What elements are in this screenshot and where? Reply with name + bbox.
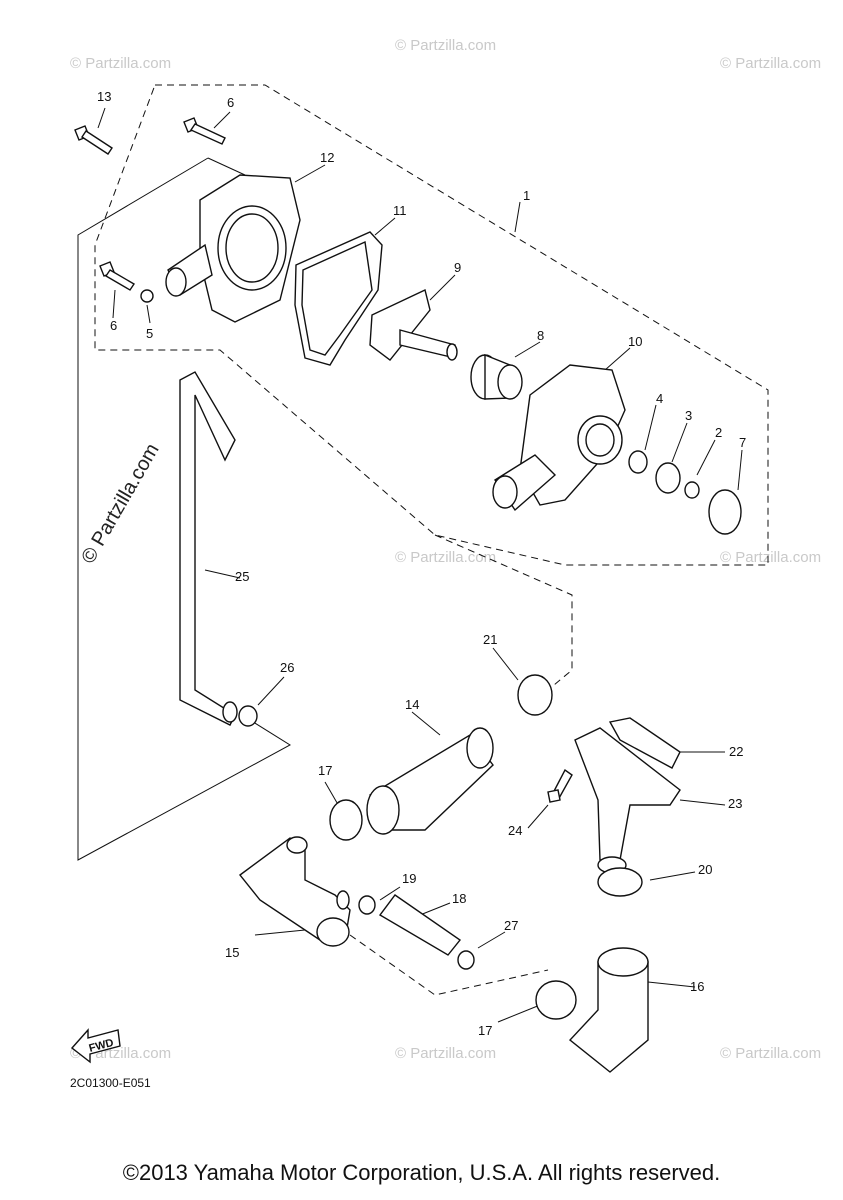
callout-6-upper: 6: [227, 95, 234, 110]
watermark: © Partzilla.com: [395, 37, 496, 54]
group-outline-left: [77, 157, 291, 861]
callout-8: 8: [537, 328, 544, 343]
bearing-4: [628, 450, 648, 474]
gasket-11: [294, 231, 383, 366]
callout-17-upper: 17: [318, 763, 332, 778]
callout-3: 3: [685, 408, 692, 423]
callout-21: 21: [483, 632, 497, 647]
impeller-9: [369, 289, 458, 361]
callout-5: 5: [146, 326, 153, 341]
pipe-25: [179, 371, 238, 726]
callout-23: 23: [728, 796, 742, 811]
watermark: © Partzilla.com: [720, 549, 821, 566]
callout-20: 20: [698, 862, 712, 877]
o-ring-7: [708, 489, 742, 535]
bolt-13: [74, 125, 113, 155]
hose-18: [378, 894, 462, 956]
hose-14: [366, 727, 494, 835]
bolt-24: [547, 768, 573, 803]
callout-1: 1: [523, 188, 530, 203]
pump-cover-12: [165, 174, 301, 323]
clamp-20: [597, 867, 643, 897]
callout-12: 12: [320, 150, 334, 165]
seal-8: [470, 353, 523, 400]
callout-2: 2: [715, 425, 722, 440]
callout-14: 14: [405, 697, 419, 712]
callout-25: 25: [235, 569, 249, 584]
group-outline-right: [207, 157, 246, 176]
bolt-6-upper: [183, 117, 226, 145]
callout-4: 4: [656, 391, 663, 406]
pipe-15: [238, 836, 351, 947]
callout-7: 7: [739, 435, 746, 450]
oil-seal-3: [655, 462, 681, 494]
callout-26: 26: [280, 660, 294, 675]
watermark: © Partzilla.com: [720, 55, 821, 72]
callout-16: 16: [690, 979, 704, 994]
watermark: © Partzilla.com: [395, 1045, 496, 1062]
gasket-22: [608, 717, 681, 769]
hose-group-outline: [434, 534, 573, 691]
callout-19: 19: [402, 871, 416, 886]
callout-17-lower: 17: [478, 1023, 492, 1038]
callout-27: 27: [504, 918, 518, 933]
clamp-21: [517, 674, 553, 716]
watermark: © Partzilla.com: [720, 1045, 821, 1062]
callout-11: 11: [393, 203, 407, 218]
washer-5: [140, 289, 154, 303]
circlip-2: [684, 481, 700, 499]
pump-housing-10: [492, 364, 626, 512]
pipe-16: [568, 947, 649, 1073]
water-pump-assembly-outline: [94, 84, 769, 566]
pipe-group-outline: [349, 934, 549, 996]
callouts: 1 2 3 4 5 6 6 7 8 9 10 11 12 13 14 15 16…: [97, 89, 746, 1038]
clamp-17-lower: [535, 980, 577, 1020]
callout-6-lower: 6: [110, 318, 117, 333]
callout-22: 22: [729, 744, 743, 759]
callout-15: 15: [225, 945, 239, 960]
callout-13: 13: [97, 89, 111, 104]
clamp-19: [358, 895, 376, 915]
diagram-code: 2C01300-E051: [70, 1076, 151, 1090]
clamp-27: [457, 950, 475, 970]
clamp-26: [238, 705, 258, 727]
watermark: © Partzilla.com: [70, 55, 171, 72]
callout-24: 24: [508, 823, 522, 838]
copyright-text: ©2013 Yamaha Motor Corporation, U.S.A. A…: [122, 1160, 721, 1185]
watermark: © Partzilla.com: [395, 549, 496, 566]
watermark-vertical: © Partzilla.com: [77, 440, 163, 568]
callout-10: 10: [628, 334, 642, 349]
callout-18: 18: [452, 891, 466, 906]
callout-9: 9: [454, 260, 461, 275]
clamp-17-upper: [329, 799, 363, 841]
bolt-6-lower: [99, 261, 135, 291]
